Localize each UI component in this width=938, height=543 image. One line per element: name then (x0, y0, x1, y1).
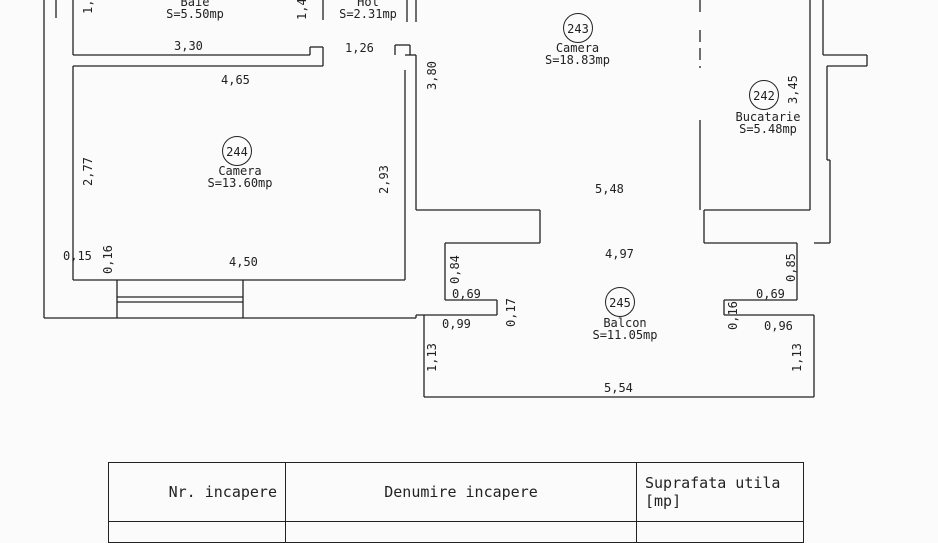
dimension-3-45: 3,45 (786, 75, 800, 104)
dimension-0-85: 0,85 (784, 253, 798, 282)
dimension-0-96: 0,96 (764, 319, 793, 333)
dimension-1-13-right: 1,13 (790, 343, 804, 372)
dimension-0-69-left: 0,69 (452, 287, 481, 301)
legend-header-denumire: Denumire incapere (285, 462, 637, 522)
room-242-number-badge: 242 (749, 80, 779, 110)
room-245-number-badge: 245 (605, 287, 635, 317)
legend-row (108, 521, 804, 543)
room-243-area: S=18.83mp (544, 53, 611, 67)
dimension-1-4-hall: 1,4 (295, 0, 309, 20)
dimension-1-13-left: 1,13 (425, 343, 439, 372)
room-244-number-badge: 244 (222, 136, 252, 166)
dimension-0-17: 0,17 (504, 298, 518, 327)
room-baie-name: Baie (180, 0, 210, 9)
dimension-1-4-left: 1,4 (81, 0, 95, 14)
dimension-3-80: 3,80 (425, 61, 439, 90)
room-hol-area: S=2.31mp (339, 7, 397, 21)
dimension-5-54: 5,54 (604, 381, 633, 395)
room-legend-table: Nr. incapere Denumire incapere Suprafata… (108, 462, 804, 543)
dimension-5-48: 5,48 (595, 182, 624, 196)
room-245-area: S=11.05mp (592, 328, 658, 342)
room-245-name: Balcon (603, 316, 647, 330)
room-baie-area: S=5.50mp (166, 7, 224, 21)
dimension-4-50: 4,50 (229, 255, 258, 269)
room-242-label: Bucatarie S=5.48mp (718, 111, 818, 135)
legend-header-nr: Nr. incapere (108, 462, 286, 522)
floor-plan-drawing (43, 0, 868, 398)
room-244-name: Camera (218, 164, 262, 178)
room-243-name: Camera (555, 41, 600, 55)
dimension-2-77: 2,77 (81, 157, 95, 186)
dimension-4-65: 4,65 (221, 73, 250, 87)
room-242-name: Bucatarie (735, 110, 801, 124)
room-242-area: S=5.48mp (739, 122, 797, 136)
legend-header-row: Nr. incapere Denumire incapere Suprafata… (108, 462, 804, 522)
dimension-0-99: 0,99 (442, 317, 471, 331)
room-244-area: S=13.60mp (207, 176, 273, 190)
room-243-label: Camera S=18.83mp (525, 42, 630, 66)
legend-header-suprafata: Suprafata utila [mp] (636, 462, 804, 522)
room-245-label: Balcon S=11.05mp (575, 317, 675, 341)
room-243-number-badge: 243 (563, 13, 593, 43)
dimension-0-15: 0,15 (63, 249, 92, 263)
dimension-0-16-right: 0,16 (726, 301, 740, 330)
dimension-1-26: 1,26 (345, 41, 374, 55)
dimension-3-30: 3,30 (174, 39, 203, 53)
dimension-4-97: 4,97 (605, 247, 634, 261)
dimension-0-69-right: 0,69 (756, 287, 785, 301)
dimension-0-16-left: 0,16 (101, 245, 115, 274)
dimension-0-84: 0,84 (448, 255, 462, 284)
room-244-label: Camera S=13.60mp (190, 165, 290, 189)
dimension-2-93: 2,93 (377, 165, 391, 194)
room-baie-label: Baie S=5.50mp (150, 0, 240, 20)
room-hol-name: Hol (357, 0, 379, 9)
room-hol-label: Hol S=2.31mp (328, 0, 408, 20)
